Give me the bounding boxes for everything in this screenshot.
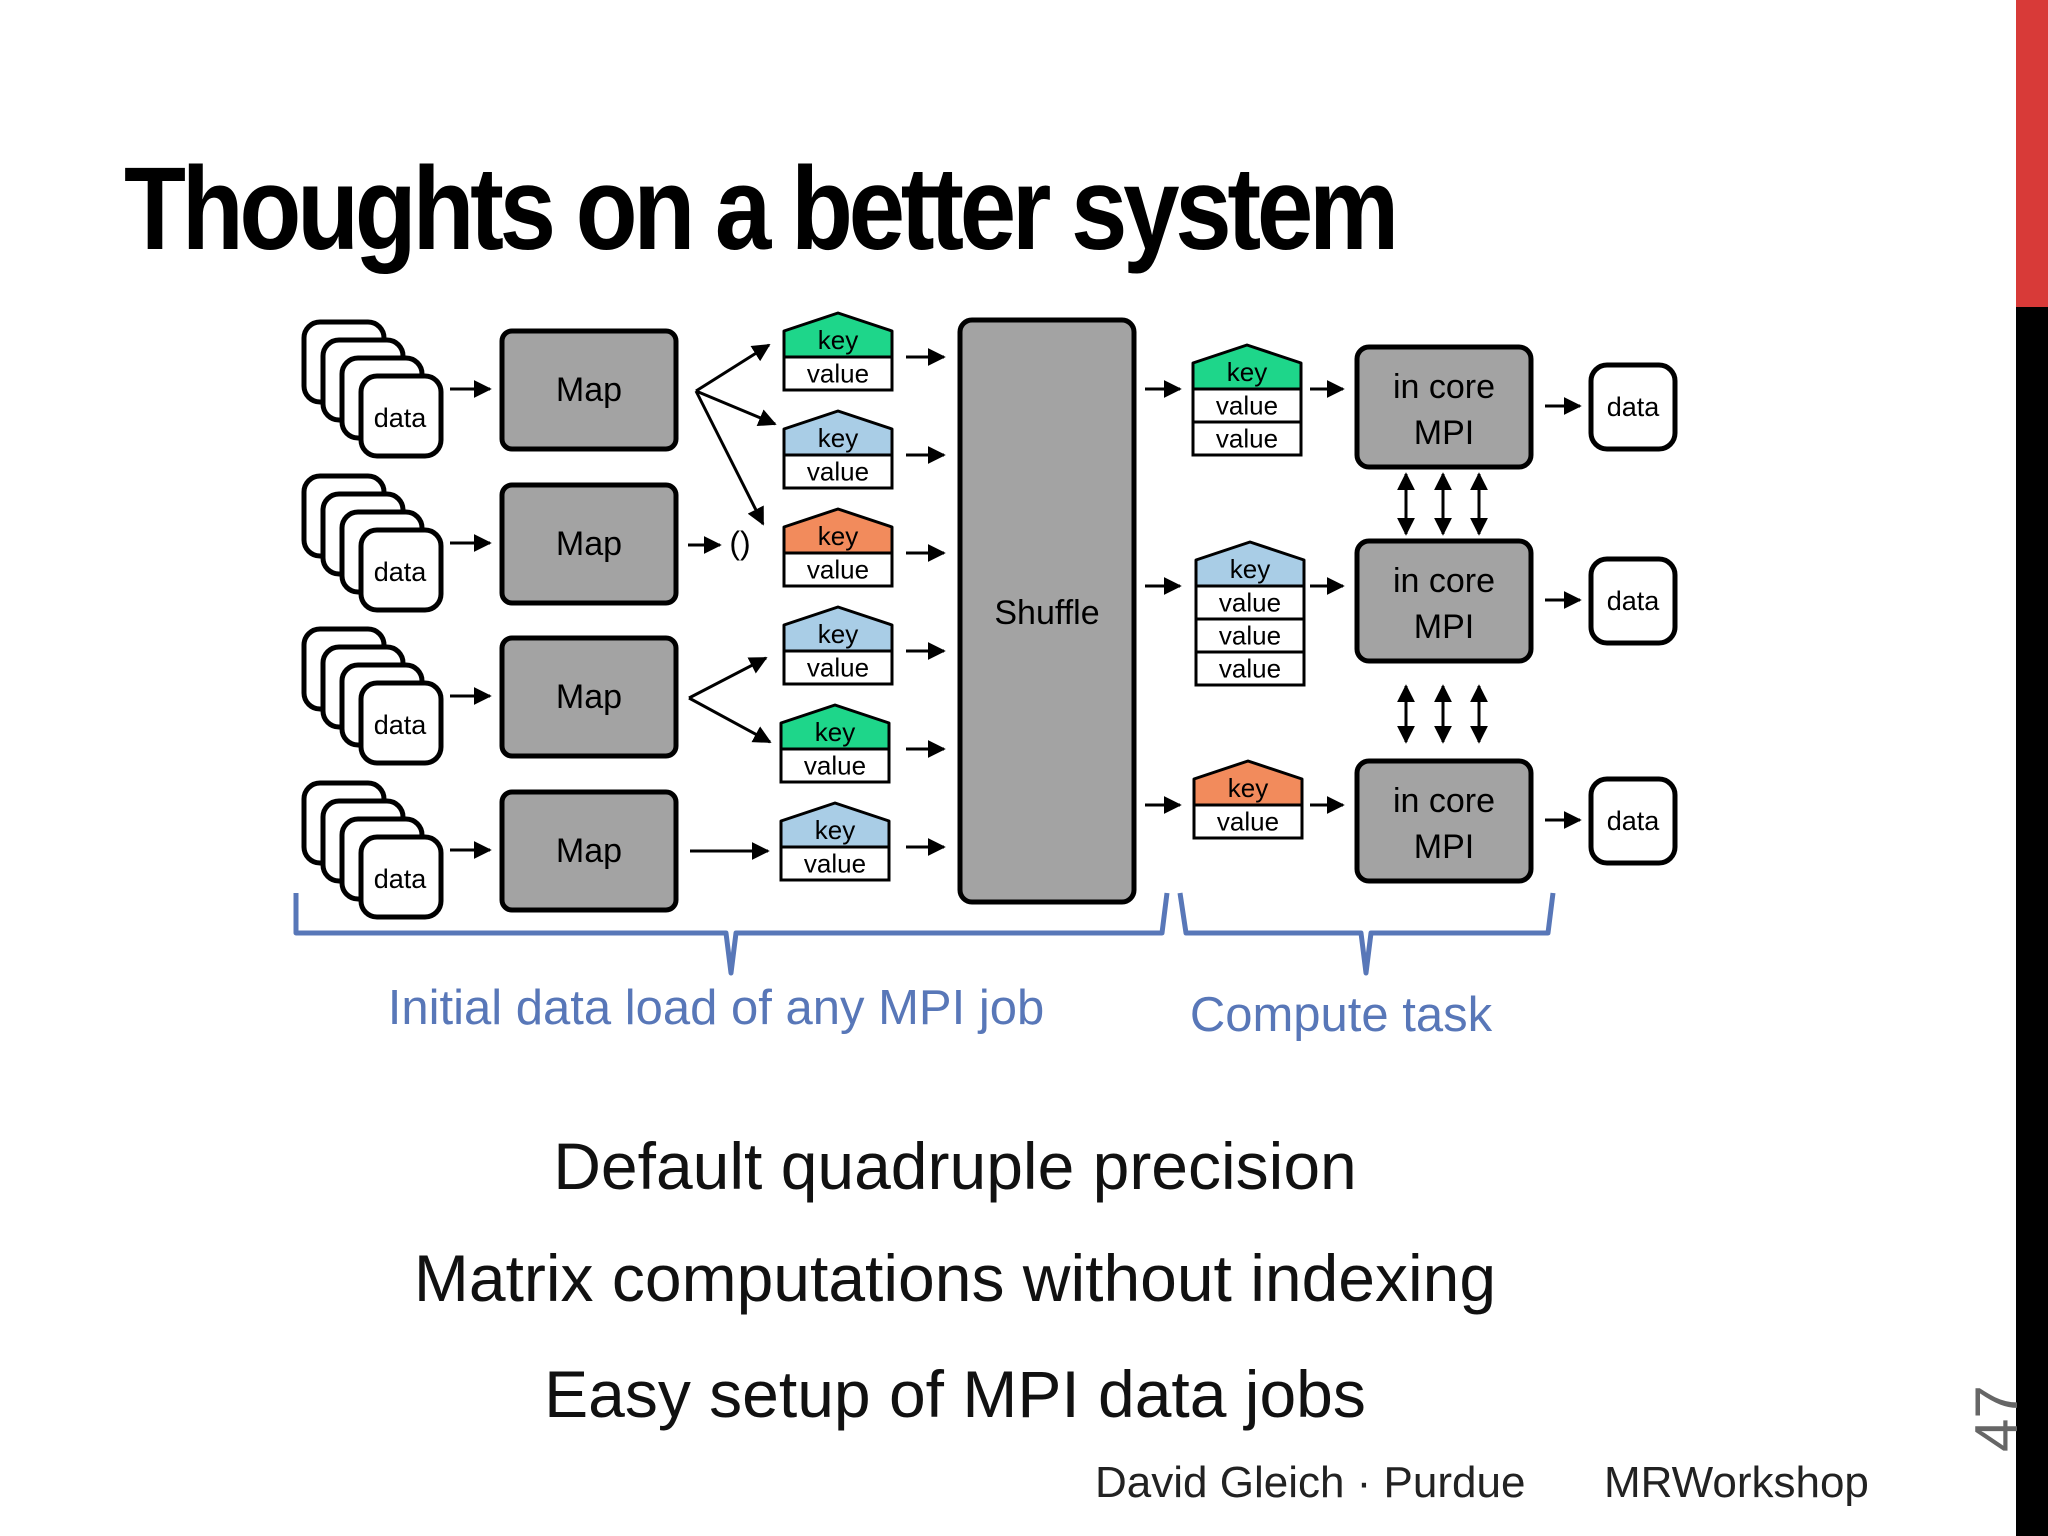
map-output-key-label: key — [815, 815, 855, 845]
shuffle-label: Shuffle — [994, 594, 1099, 632]
reduce-group-value-box — [1192, 803, 1304, 840]
data-stack-label: data — [374, 557, 428, 587]
map-output-key-label: key — [818, 325, 858, 355]
map-box — [499, 635, 679, 759]
mpi-label-line1: in core — [1393, 368, 1495, 406]
brace-compute-task — [1177, 892, 1556, 976]
map-output-value-label: value — [807, 359, 869, 389]
map-output-value-box — [782, 551, 894, 588]
slide-title: Thoughts on a better system — [124, 143, 1399, 275]
map-output-value-box — [782, 649, 894, 686]
map-label: Map — [556, 525, 622, 563]
reduce-group-value-label: value — [1219, 654, 1281, 684]
reduce-group-value-box — [1191, 387, 1303, 424]
page-number: 47 — [1963, 1385, 2030, 1452]
data-stack-label: data — [374, 864, 428, 894]
mpi-box — [1354, 758, 1534, 884]
data-stack-page — [358, 680, 444, 766]
data-stack-page — [358, 527, 444, 613]
map-output-value-label: value — [807, 457, 869, 487]
map-label: Map — [556, 371, 622, 409]
map-fanout-arrow — [695, 389, 777, 427]
data-stack-page — [358, 834, 444, 920]
map-label: Map — [556, 678, 622, 716]
brace-initial-load-label: Initial data load of any MPI job — [388, 981, 1044, 1035]
map-fanout-arrow — [695, 343, 771, 393]
reduce-group-value-box — [1191, 420, 1303, 457]
data-stack-label: data — [374, 403, 428, 433]
footer-author: David Gleich · Purdue — [1095, 1458, 1526, 1507]
accent-bar-black — [2016, 307, 2048, 1536]
output-data-box — [1588, 362, 1678, 452]
bullet-quadruple-precision: Default quadruple precision — [553, 1129, 1357, 1203]
map-label: Map — [556, 832, 622, 870]
map-output-key-label: key — [818, 521, 858, 551]
map-box — [499, 328, 679, 452]
mpi-box — [1354, 344, 1534, 470]
map-output-value-box — [782, 453, 894, 490]
reduce-group-value-box — [1194, 617, 1306, 654]
data-stack-label: data — [374, 710, 428, 740]
brace-compute-task-label: Compute task — [1190, 988, 1493, 1042]
reduce-group-key-label: key — [1230, 554, 1270, 584]
map-output-key-label: key — [815, 717, 855, 747]
map-fanout-arrow — [688, 656, 768, 700]
map-box — [499, 482, 679, 606]
data-stack-page — [358, 373, 444, 459]
accent-bar-red — [2016, 0, 2048, 307]
output-data-box — [1588, 776, 1678, 866]
map-fanout-arrow — [688, 696, 772, 744]
brace-initial-load — [293, 892, 1170, 976]
map-output-value-label: value — [804, 849, 866, 879]
bullet-easy-setup: Easy setup of MPI data jobs — [544, 1357, 1366, 1431]
bullet-matrix-computations: Matrix computations without indexing — [413, 1241, 1497, 1315]
map-output-value-box — [782, 355, 894, 392]
reduce-group-value-label: value — [1216, 391, 1278, 421]
map-box — [499, 789, 679, 913]
output-data-label: data — [1607, 392, 1661, 422]
map-output-key-label: key — [818, 619, 858, 649]
reduce-group-value-label: value — [1219, 621, 1281, 651]
mpi-label-line1: in core — [1393, 782, 1495, 820]
map-fanout-arrow — [694, 390, 765, 526]
output-data-label: data — [1607, 806, 1661, 836]
mpi-label-line1: in core — [1393, 562, 1495, 600]
reduce-group-key-label: key — [1227, 357, 1267, 387]
reduce-group-value-label: value — [1216, 424, 1278, 454]
map-output-value-box — [779, 747, 891, 784]
empty-output-label: () — [729, 525, 750, 561]
map-output-value-label: value — [807, 555, 869, 585]
map-output-value-label: value — [804, 751, 866, 781]
reduce-group-key-label: key — [1228, 773, 1268, 803]
mpi-label-line2: MPI — [1414, 608, 1474, 646]
shuffle-box — [957, 317, 1137, 905]
mpi-label-line2: MPI — [1414, 828, 1474, 866]
mpi-label-line2: MPI — [1414, 414, 1474, 452]
mpi-box — [1354, 538, 1534, 664]
reduce-group-value-label: value — [1219, 588, 1281, 618]
map-output-key-label: key — [818, 423, 858, 453]
output-data-label: data — [1607, 586, 1661, 616]
output-data-box — [1588, 556, 1678, 646]
map-output-value-box — [779, 845, 891, 882]
map-output-value-label: value — [807, 653, 869, 683]
reduce-group-value-label: value — [1217, 807, 1279, 837]
reduce-group-value-box — [1194, 650, 1306, 687]
footer-event: MRWorkshop — [1604, 1458, 1869, 1507]
